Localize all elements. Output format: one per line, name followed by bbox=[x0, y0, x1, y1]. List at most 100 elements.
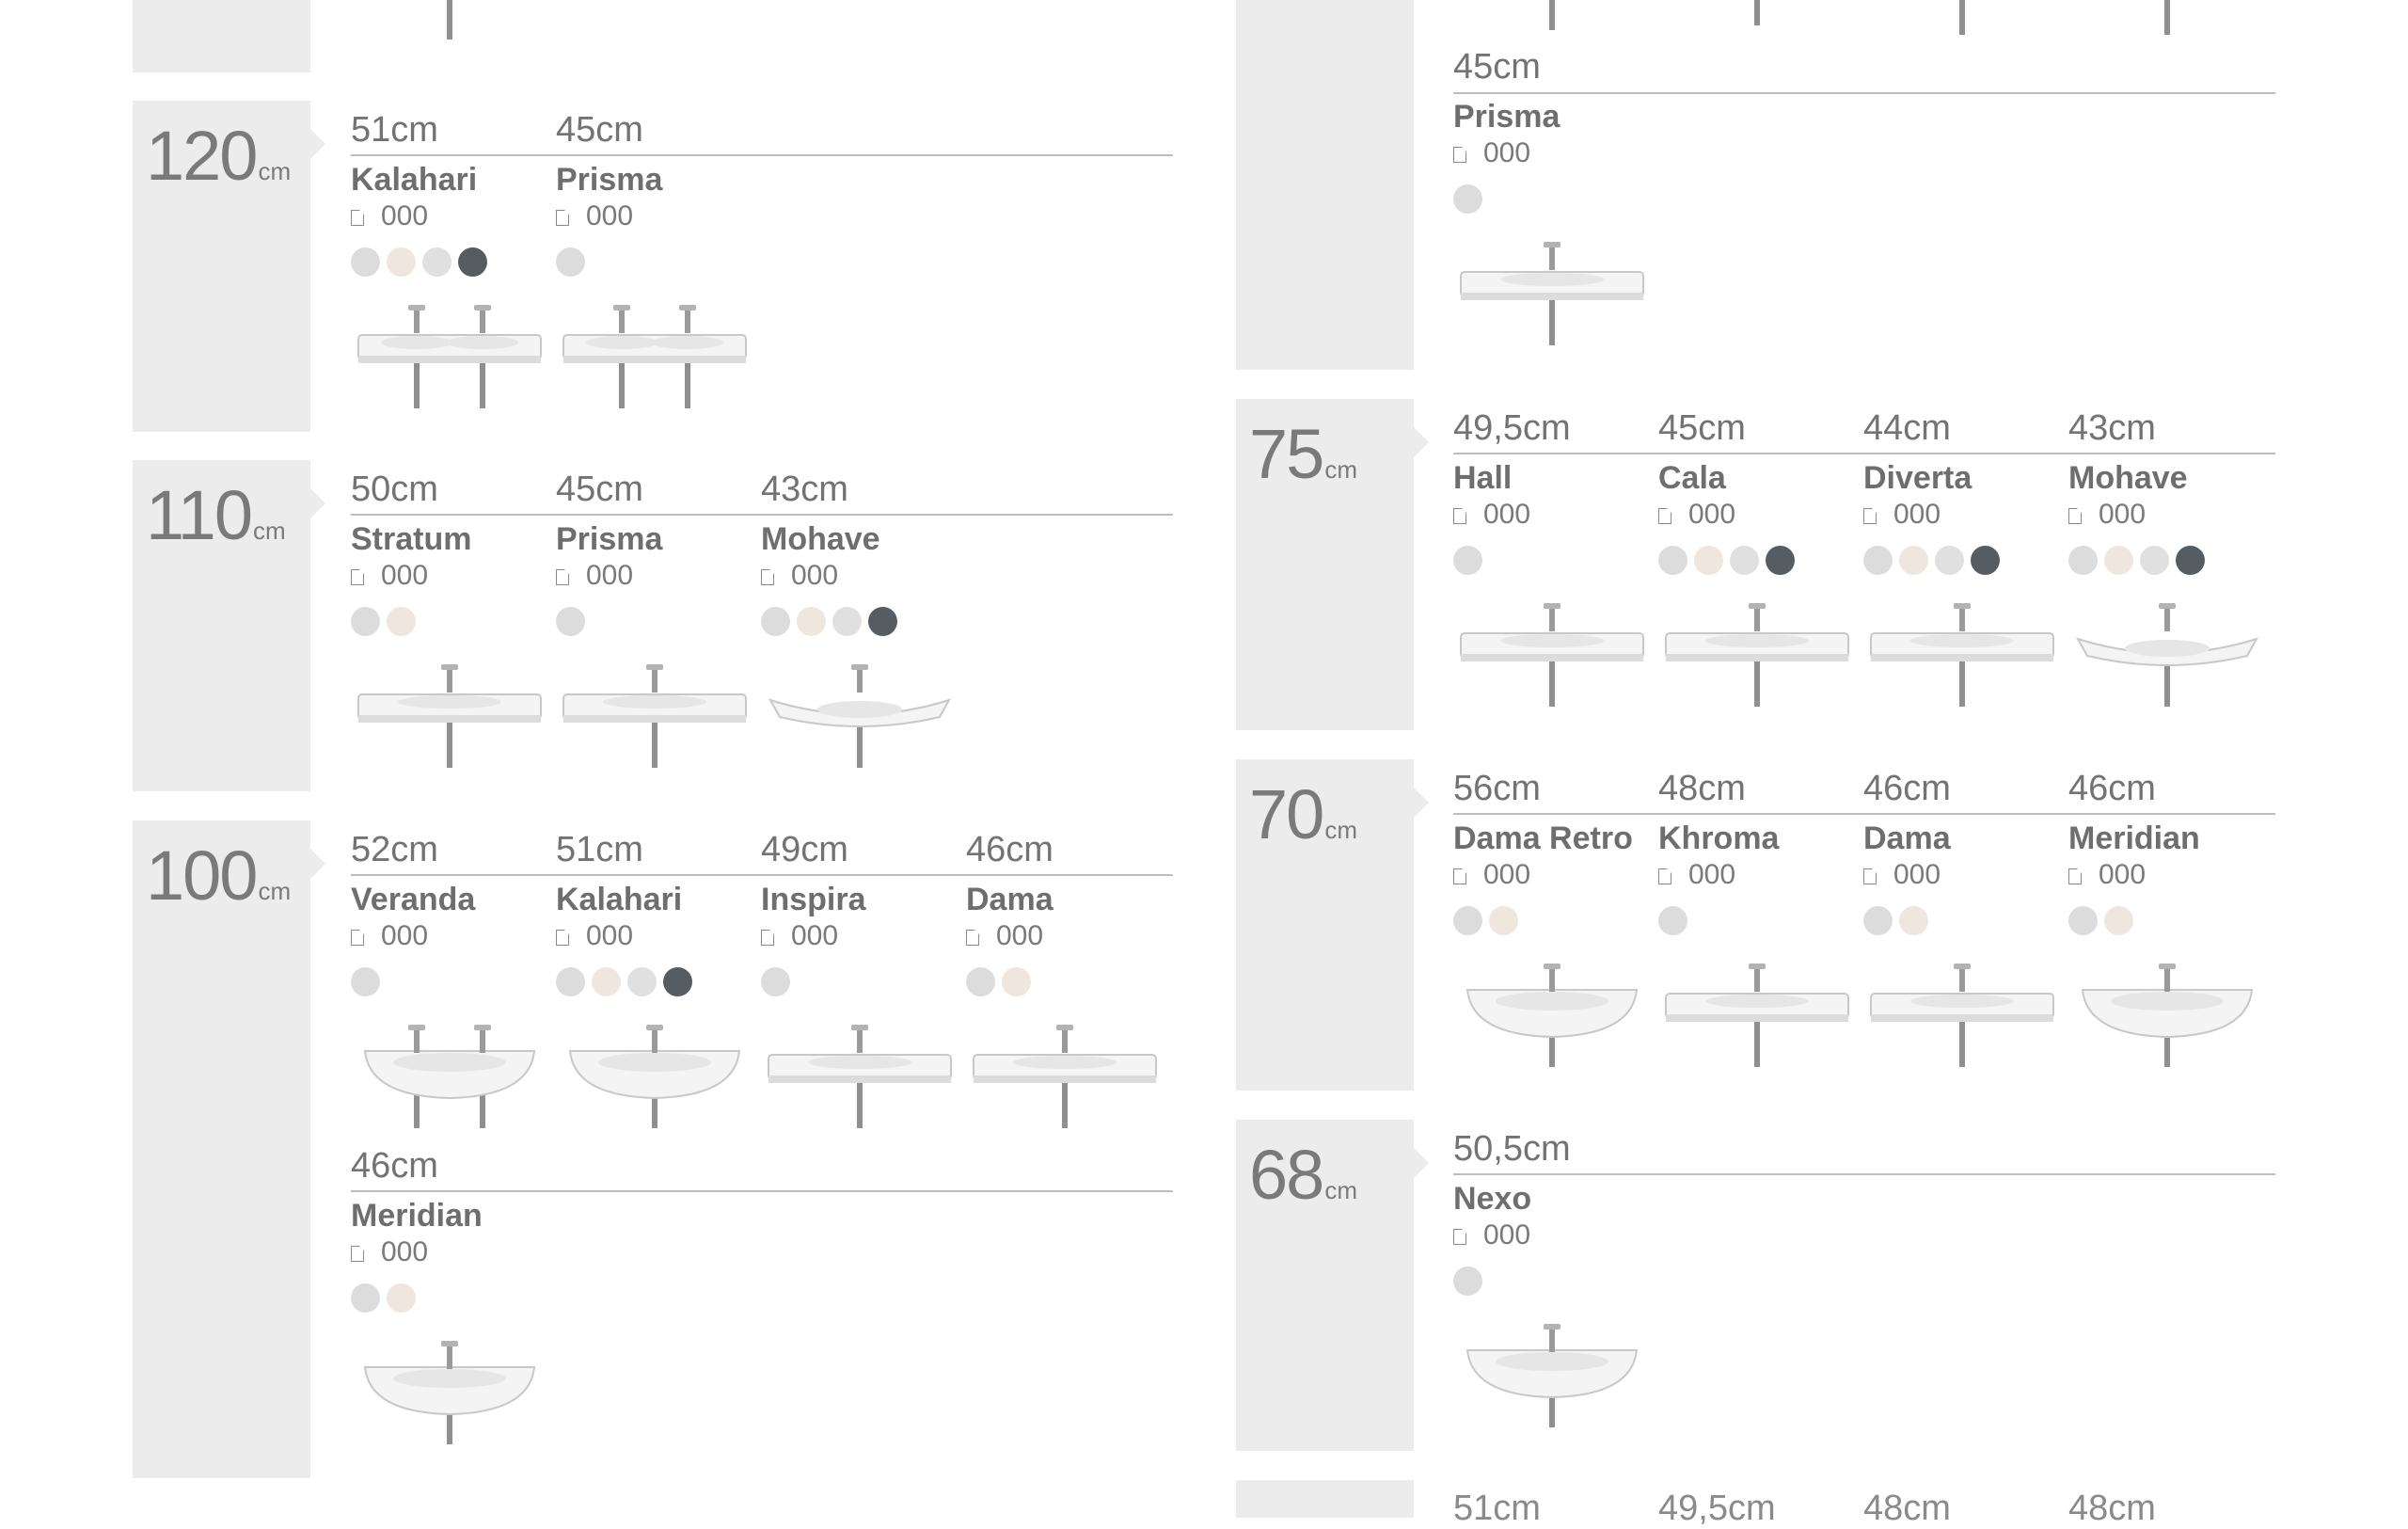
color-swatches bbox=[556, 967, 692, 996]
angular-basin-icon bbox=[1863, 601, 2061, 714]
color-swatch-light[interactable] bbox=[422, 247, 452, 277]
color-swatch-grey[interactable] bbox=[1453, 906, 1482, 935]
color-swatch-grey[interactable] bbox=[1453, 184, 1482, 214]
section-size-label: 75cm bbox=[1249, 415, 1357, 493]
color-swatches bbox=[556, 247, 585, 277]
product-width: 43cm bbox=[761, 470, 848, 509]
color-swatch-beige[interactable] bbox=[387, 1283, 416, 1313]
color-swatch-grey[interactable] bbox=[351, 967, 380, 996]
color-swatch-beige[interactable] bbox=[1899, 906, 1928, 935]
color-swatches bbox=[1658, 906, 1687, 935]
color-swatches bbox=[1453, 906, 1518, 935]
document-icon bbox=[556, 930, 569, 946]
color-swatch-grey[interactable] bbox=[351, 247, 380, 277]
partial-basin-icon bbox=[2068, 0, 2266, 47]
product-code: 000 bbox=[761, 920, 838, 952]
color-swatch-beige[interactable] bbox=[1489, 906, 1518, 935]
product-name: Mohave bbox=[2068, 460, 2188, 496]
color-swatch-beige[interactable] bbox=[1899, 546, 1928, 575]
color-swatch-dark[interactable] bbox=[663, 967, 692, 996]
product-code: 000 bbox=[761, 560, 838, 592]
color-swatch-beige[interactable] bbox=[1694, 546, 1723, 575]
color-swatch-grey[interactable] bbox=[556, 607, 585, 636]
product-width: 45cm bbox=[1658, 408, 1746, 448]
color-swatch-dark[interactable] bbox=[868, 607, 897, 636]
color-swatch-light[interactable] bbox=[1935, 546, 1964, 575]
color-swatch-beige[interactable] bbox=[2104, 546, 2133, 575]
color-swatch-beige[interactable] bbox=[387, 607, 416, 636]
color-swatch-grey[interactable] bbox=[1453, 546, 1482, 575]
product-width: 45cm bbox=[1453, 47, 1541, 87]
color-swatch-grey[interactable] bbox=[1863, 546, 1893, 575]
color-swatch-beige[interactable] bbox=[2104, 906, 2133, 935]
color-swatch-dark[interactable] bbox=[2176, 546, 2205, 575]
color-swatches bbox=[761, 967, 790, 996]
color-swatch-beige[interactable] bbox=[797, 607, 826, 636]
product-code: 000 bbox=[1453, 859, 1530, 891]
section-110-band: 110cm bbox=[133, 460, 325, 791]
color-swatch-light[interactable] bbox=[2140, 546, 2169, 575]
product-code: 000 bbox=[351, 920, 428, 952]
product-code: 000 bbox=[351, 200, 428, 232]
color-swatch-dark[interactable] bbox=[1971, 546, 2000, 575]
color-swatch-dark[interactable] bbox=[458, 247, 487, 277]
color-swatch-light[interactable] bbox=[1730, 546, 1759, 575]
product-code: 000 bbox=[2068, 499, 2146, 531]
color-swatch-grey[interactable] bbox=[761, 967, 790, 996]
partial-basin-icon bbox=[1863, 0, 2061, 47]
section-120-band: 120cm bbox=[133, 101, 325, 432]
section-75-rule bbox=[1453, 453, 2275, 454]
product-code: 000 bbox=[1658, 499, 1735, 531]
color-swatch-grey[interactable] bbox=[2068, 546, 2098, 575]
section-70-band: 70cm bbox=[1236, 759, 1429, 1091]
product-width: 46cm bbox=[2068, 769, 2156, 808]
product-width: 49,5cm bbox=[1453, 408, 1571, 448]
partial-product-width: 49,5cm bbox=[1658, 1489, 1776, 1528]
color-swatch-grey[interactable] bbox=[1658, 546, 1687, 575]
section-100-band: 100cm bbox=[133, 820, 325, 1478]
product-width: 52cm bbox=[351, 830, 438, 869]
product-name: Prisma bbox=[556, 162, 663, 198]
product-name: Kalahari bbox=[351, 162, 478, 198]
color-swatch-light[interactable] bbox=[627, 967, 657, 996]
meridian-basin-icon bbox=[2068, 962, 2266, 1075]
product-code: 000 bbox=[966, 920, 1043, 952]
document-icon bbox=[1658, 508, 1671, 524]
product-width: 44cm bbox=[1863, 408, 1951, 448]
document-icon bbox=[1453, 868, 1466, 884]
color-swatch-grey[interactable] bbox=[351, 607, 380, 636]
color-swatch-grey[interactable] bbox=[556, 967, 585, 996]
document-icon bbox=[1453, 147, 1466, 163]
color-swatch-grey[interactable] bbox=[966, 967, 995, 996]
color-swatch-grey[interactable] bbox=[2068, 906, 2098, 935]
product-width: 50cm bbox=[351, 470, 438, 509]
section-top-left-band bbox=[133, 0, 310, 72]
section-size-label: 68cm bbox=[1249, 1136, 1357, 1214]
oval-basin-icon bbox=[556, 1023, 753, 1136]
color-swatch-grey[interactable] bbox=[1658, 906, 1687, 935]
color-swatch-grey[interactable] bbox=[1453, 1266, 1482, 1296]
color-swatch-grey[interactable] bbox=[761, 607, 790, 636]
product-name: Cala bbox=[1658, 460, 1726, 496]
color-swatch-grey[interactable] bbox=[1863, 906, 1893, 935]
product-code: 000 bbox=[1453, 499, 1530, 531]
product-name: Dama Retro bbox=[1453, 820, 1633, 856]
color-swatch-light[interactable] bbox=[832, 607, 862, 636]
color-swatch-grey[interactable] bbox=[556, 247, 585, 277]
document-icon bbox=[2068, 868, 2082, 884]
slim-basin-icon bbox=[966, 1023, 1164, 1136]
color-swatch-dark[interactable] bbox=[1766, 546, 1795, 575]
partial-product-width: 48cm bbox=[2068, 1489, 2156, 1528]
section-80-rule bbox=[1453, 92, 2275, 94]
product-name: Prisma bbox=[556, 521, 663, 557]
color-swatch-beige[interactable] bbox=[1002, 967, 1031, 996]
partial-basin-icon bbox=[351, 0, 548, 52]
color-swatch-grey[interactable] bbox=[351, 1283, 380, 1313]
section-120-rule bbox=[351, 154, 1173, 156]
double-oval-basin-icon bbox=[351, 1023, 548, 1136]
color-swatches bbox=[2068, 906, 2133, 935]
color-swatch-beige[interactable] bbox=[387, 247, 416, 277]
document-icon bbox=[351, 569, 364, 585]
product-width: 46cm bbox=[1863, 769, 1951, 808]
color-swatch-beige[interactable] bbox=[592, 967, 621, 996]
